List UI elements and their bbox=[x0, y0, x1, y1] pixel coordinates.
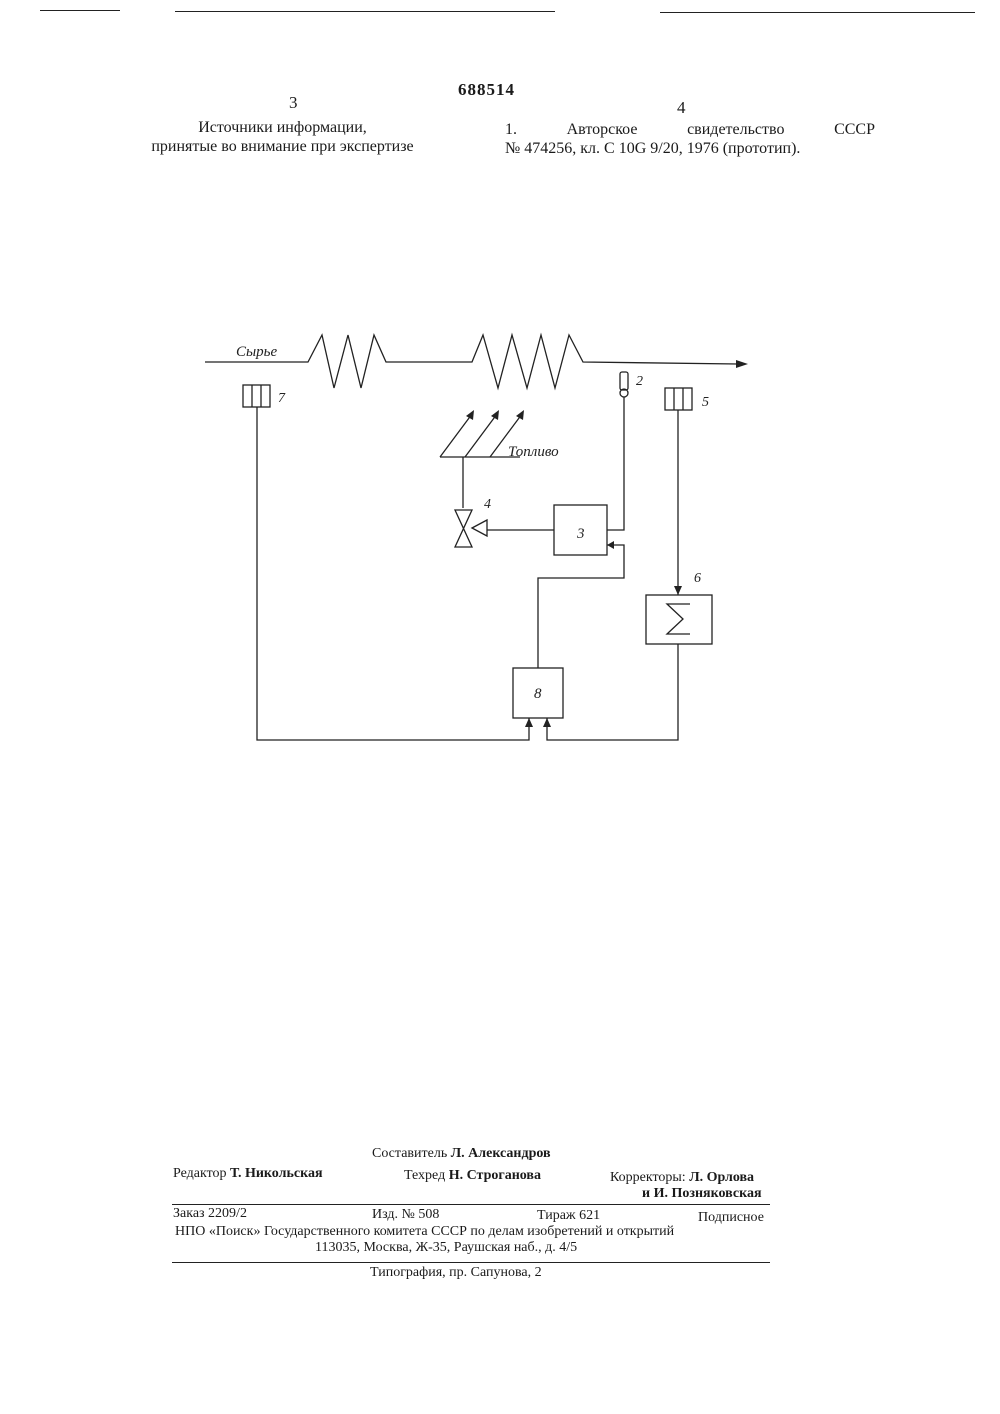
label-8: 8 bbox=[534, 686, 542, 702]
valve-actuator bbox=[472, 520, 487, 536]
label-7: 7 bbox=[278, 391, 286, 406]
organization-line: НПО «Поиск» Государственного комитета СС… bbox=[175, 1224, 674, 1240]
techred-role: Техред bbox=[404, 1168, 445, 1183]
editor-role: Редактор bbox=[173, 1166, 227, 1181]
correctors-role: Корректоры: bbox=[610, 1170, 686, 1185]
subscription: Подписное bbox=[698, 1210, 764, 1226]
circulation: Тираж 621 bbox=[537, 1208, 600, 1224]
sensor-2-line bbox=[607, 397, 624, 530]
burner-arrow-1 bbox=[440, 414, 472, 457]
correctors-line: Корректоры: Л. Орлова bbox=[610, 1170, 754, 1186]
compiler-role: Составитель bbox=[372, 1146, 447, 1161]
compiler-name: Л. Александров bbox=[451, 1146, 551, 1161]
feed-line-with-coils bbox=[205, 335, 738, 388]
address-line: 113035, Москва, Ж-35, Раушская наб., д. … bbox=[315, 1240, 577, 1256]
temperature-sensor-2 bbox=[620, 372, 628, 390]
corrector-1: Л. Орлова bbox=[689, 1170, 754, 1185]
burner-arrow-2 bbox=[465, 414, 497, 457]
footer-rule-bottom bbox=[172, 1262, 770, 1263]
feed-label: Сырье bbox=[236, 344, 277, 360]
label-3: 3 bbox=[576, 526, 585, 542]
block-8-to-regulator-line bbox=[538, 545, 624, 668]
fuel-label: Топливо bbox=[508, 444, 559, 460]
label-5: 5 bbox=[702, 395, 709, 410]
feed-outlet-arrowhead bbox=[736, 360, 748, 368]
block-8-input-arrowhead-1 bbox=[525, 718, 533, 727]
editor-name: Т. Никольская bbox=[230, 1166, 323, 1181]
techred-line: Техред Н. Строганова bbox=[404, 1168, 541, 1184]
corrector-2-line: и И. Позняковская bbox=[642, 1186, 762, 1202]
corrector-2: и И. Позняковская bbox=[642, 1186, 762, 1201]
compiler-line: Составитель Л. Александров bbox=[372, 1146, 551, 1162]
burner-arrowhead-3 bbox=[516, 410, 524, 420]
sensor-5-divider bbox=[674, 388, 683, 410]
editor-line: Редактор Т. Никольская bbox=[173, 1166, 323, 1182]
sensor-7-divider bbox=[252, 385, 261, 407]
sigma-symbol bbox=[667, 604, 690, 634]
sensor-7 bbox=[243, 385, 270, 407]
order-number: Заказ 2209/2 bbox=[173, 1206, 247, 1222]
label-4: 4 bbox=[484, 497, 491, 512]
block-8-input-arrowhead-2 bbox=[543, 718, 551, 727]
burner-arrowhead-2 bbox=[491, 410, 499, 420]
techred-name: Н. Строганова bbox=[449, 1168, 541, 1183]
edition-number: Изд. № 508 bbox=[372, 1207, 439, 1223]
integrator-to-block-8-line bbox=[547, 644, 678, 740]
regulator-input-arrowhead bbox=[607, 541, 614, 549]
control-valve-4 bbox=[455, 510, 472, 547]
label-2: 2 bbox=[636, 374, 643, 389]
burner-arrowhead-1 bbox=[466, 410, 474, 420]
integrator-block-6 bbox=[646, 595, 712, 644]
sensor-5 bbox=[665, 388, 692, 410]
label-6: 6 bbox=[694, 571, 701, 586]
sensor-5-arrowhead bbox=[674, 586, 682, 595]
footer-rule-top bbox=[172, 1204, 770, 1205]
printing-house: Типография, пр. Сапунова, 2 bbox=[370, 1265, 542, 1281]
